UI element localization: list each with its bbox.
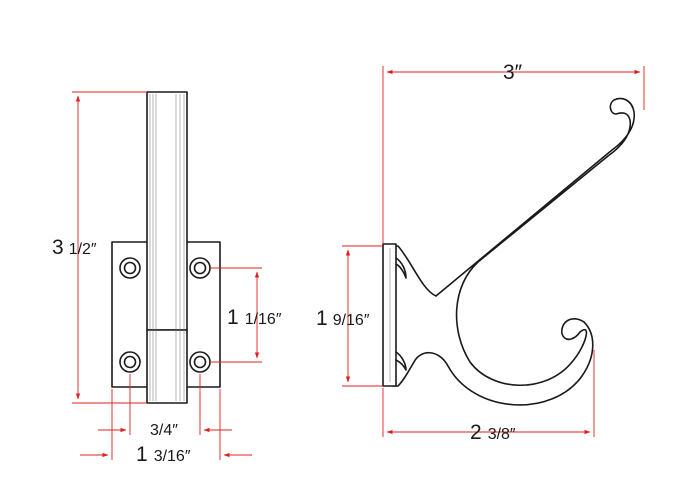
label-hook-width: 3″ [503,61,523,84]
label-hole-width: 3/4″ [150,422,178,439]
screw-hole-bottom-right [189,351,211,373]
side-view [342,66,645,437]
dim-hook-width [382,66,645,244]
dim-plate-height [342,245,383,387]
dim-hook-depth [382,350,595,437]
hook-bar-lower [146,329,188,404]
side-screw-recess-top [395,257,407,279]
dim-hole-spacing [210,267,262,363]
dim-plate-width [80,389,252,460]
screw-hole-top-right [189,257,211,279]
hook-bar-upper [146,91,188,331]
screw-hole-top-left [119,257,141,279]
screw-hole-bottom-left [119,351,141,373]
side-screw-recess-bottom [395,351,407,371]
front-view [72,91,262,460]
side-base-plate [382,243,397,387]
hook-body [391,97,636,406]
dim-height-total [72,91,147,404]
bar-shading [149,94,185,401]
